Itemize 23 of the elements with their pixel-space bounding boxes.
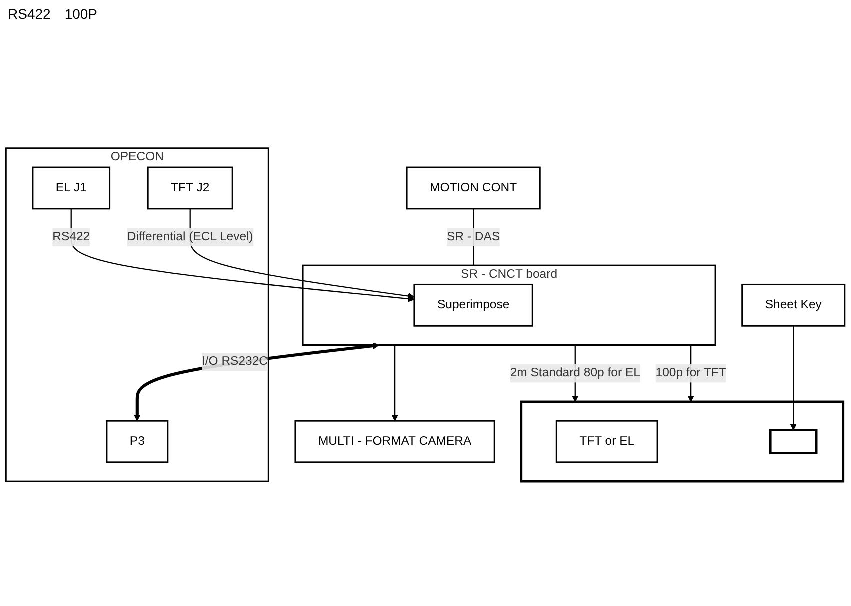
- edge-label: RS422: [52, 230, 90, 244]
- node-box: MULTI - FORMAT CAMERA: [294, 420, 496, 464]
- edge-label: Differential (ECL Level): [127, 230, 254, 244]
- edge-label: SR - DAS: [447, 230, 500, 244]
- node-box: TFT J2: [147, 166, 234, 210]
- node-box: P3: [106, 420, 169, 464]
- edge-label: I/O RS232C: [202, 355, 268, 368]
- arrow: [70, 208, 415, 302]
- arrow: [790, 326, 797, 431]
- arrow: [190, 208, 415, 300]
- arrow: [134, 342, 380, 422]
- edge-label: 2m Standard 80p for EL: [510, 366, 640, 380]
- node-box: TFT or EL: [556, 420, 658, 464]
- note-text: 100P: [64, 6, 98, 22]
- node-box: MOTION CONT: [406, 166, 541, 210]
- node-bar: [770, 429, 818, 454]
- edge-label: 100p for TFT: [656, 366, 726, 380]
- note-text: RS422: [8, 6, 51, 22]
- arrow: [392, 345, 398, 422]
- cluster: [520, 400, 845, 483]
- node-box: Sheet Key: [742, 284, 846, 327]
- node-box: EL J1: [32, 166, 111, 210]
- node-box: Superimpose: [414, 284, 534, 327]
